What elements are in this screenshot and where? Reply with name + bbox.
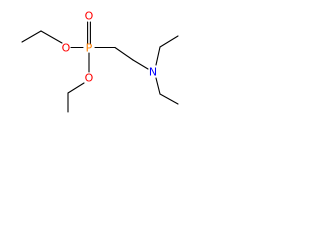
bond-o-ch2-left	[40, 30, 63, 44]
bond-ch2-ch3-lower-n	[159, 93, 179, 105]
bond-n-ch2-upper	[155, 46, 161, 66]
bond-ch2-ch3-left	[21, 30, 42, 43]
bond-ch2-ch3-upper	[159, 35, 179, 48]
bond-ch2-n	[132, 59, 149, 70]
bond-o-ch2-lower	[67, 82, 85, 94]
atom-phosphorus: P	[86, 42, 93, 55]
atom-oxygen-left: O	[62, 42, 71, 55]
atom-nitrogen: N	[149, 66, 157, 79]
atom-oxygen-lower: O	[85, 72, 94, 85]
atom-oxygen-double: O	[85, 10, 94, 23]
atom-labels: O P O O N	[62, 10, 157, 85]
bond-lines	[21, 21, 179, 113]
bond-ch2-ch2	[114, 46, 134, 61]
bond-n-ch2-lower	[155, 77, 161, 95]
molecule-structure-diagram: O P O O N	[21, 10, 179, 113]
